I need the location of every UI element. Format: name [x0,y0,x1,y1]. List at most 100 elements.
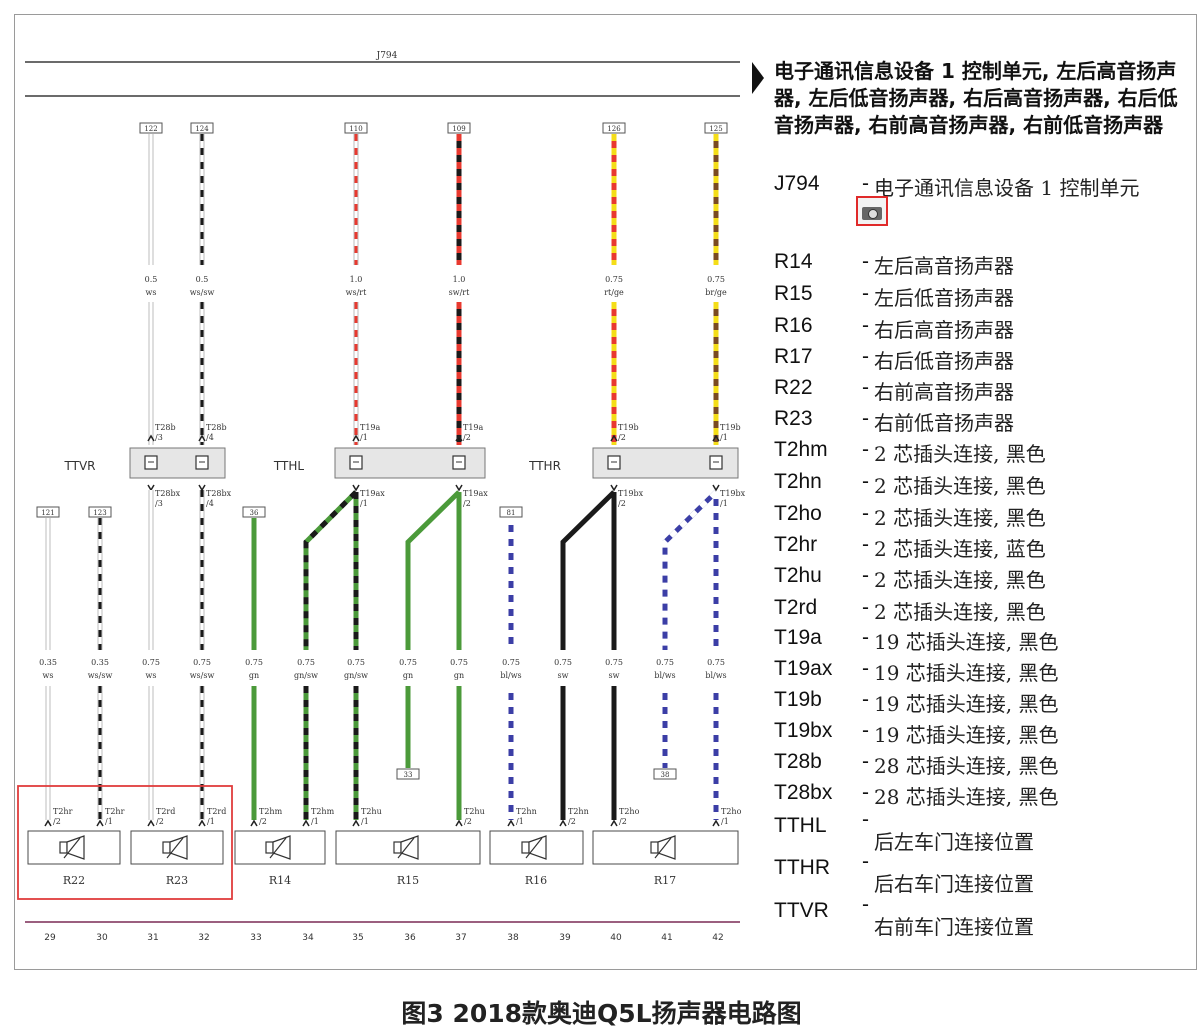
speaker-icon-cone [528,835,547,860]
connector-top-pin: /1 [360,433,368,442]
lower-wire-gauge: 0.75 [605,658,623,667]
speaker-pin-name: T2ho [721,807,742,816]
speaker-icon-slash [525,837,543,859]
legend-dash: - [862,626,869,649]
speaker-label: R23 [166,874,188,887]
top-wire-color: ws [146,288,157,297]
column-number: 37 [455,933,466,943]
lower-wire-gauge: 0.75 [502,658,520,667]
ground-point-box [653,768,677,780]
speaker-box [592,830,739,865]
lower-wire-gauge: 0.75 [245,658,263,667]
legend-arrow-icon [752,62,764,94]
camera-icon[interactable] [856,196,888,226]
connector-arrow-up [147,434,155,442]
top-terminal-number: 124 [195,125,209,133]
top-wire-color: ws/rt [346,288,367,297]
speaker-icon [162,835,188,860]
speaker-label: R22 [63,874,85,887]
legend-desc: 后左车门连接位置 [874,830,1034,854]
lower-terminal-number: 121 [41,509,54,517]
legend-code: R15 [774,282,813,305]
lower-wire-color: gn [403,671,413,680]
connector-arrow-up [455,434,463,442]
highlight-frame [17,785,233,900]
legend-desc: 右后低音扬声器 [874,349,1014,373]
column-number: 38 [507,933,519,943]
speaker-pin-number: /2 [619,817,627,826]
lower-wire-color: ws/sw [190,671,215,680]
legend-item-t19a: T19a-19 芯插头连接, 黑色 [774,626,1203,654]
legend-code: TTHR [774,856,830,879]
lower-wire-color: gn [249,671,259,680]
legend-item-r23: R23-右前低音扬声器 [774,407,1203,435]
legend-item-t19ax: T19ax-19 芯插头连接, 黑色 [774,657,1203,685]
legend-code: R17 [774,345,813,368]
column-number: 32 [198,933,209,943]
top-terminal-box [447,122,471,134]
legend-dash: - [862,781,869,804]
legend-item-t2hm: T2hm-2 芯插头连接, 黑色 [774,438,1203,466]
legend-dash: - [862,657,869,680]
ground-point-box [396,768,420,780]
figure-frame [14,14,1197,970]
legend-item-r14: R14-左后高音扬声器 [774,250,1203,278]
lower-wire-upper-base [560,490,616,650]
legend-dash: - [862,808,869,831]
column-number: 29 [44,933,56,943]
legend-desc: 右前车门连接位置 [874,915,1034,939]
column-number: 35 [352,933,363,943]
speaker-icon-slash [166,837,184,859]
legend-code: T19a [774,626,822,649]
speaker-pin-name: T2rd [156,807,175,816]
column-number: 33 [250,933,261,943]
speaker-icon [521,835,547,860]
legend-code: T2hu [774,564,822,587]
lower-terminal-box [88,506,112,518]
top-wire-color: br/ge [705,288,727,297]
legend-desc: 28 芯插头连接, 黑色 [874,754,1059,778]
legend-code: T28b [774,750,822,773]
legend-item-ttvr: TTVR-右前车门连接位置 [774,893,1203,939]
legend-item-r16: R16-右后高音扬声器 [774,314,1203,342]
connector-top-name: T28b [206,423,227,432]
legend-item-t2hu: T2hu-2 芯插头连接, 黑色 [774,564,1203,592]
legend-dash: - [862,502,869,525]
speaker-pin-name: T2hm [311,807,335,816]
connector-top-pin: /3 [155,433,163,442]
connector-bottom-pin: /3 [155,499,163,508]
column-number: 41 [661,933,672,943]
top-wire-color: rt/ge [604,288,624,297]
legend-code: T19b [774,688,822,711]
legend-dash: - [862,314,869,337]
connector-top-name: T19a [463,423,484,432]
top-terminal-box [139,122,163,134]
lower-wire-upper [662,490,718,650]
lower-terminal-number: 81 [507,509,516,517]
speaker-icon-slash [269,837,287,859]
top-terminal-box [704,122,728,134]
speaker-label: R17 [654,874,676,887]
top-terminal-box [344,122,368,134]
top-terminal-number: 126 [607,125,621,133]
lower-wire-gauge: 0.75 [656,658,674,667]
lower-wire-upper [560,490,616,650]
connector-bottom-name: T19ax [360,489,385,498]
legend-desc: 28 芯插头连接, 黑色 [874,785,1059,809]
legend-desc: 2 芯插头连接, 黑色 [874,474,1046,498]
speaker-pin-name: T2hr [53,807,73,816]
lower-wire-color: ws [146,671,157,680]
lower-terminal-box [499,506,523,518]
figure-caption: 图3 2018款奥迪Q5L扬声器电路图 [401,999,802,1028]
speaker-pin-number: /2 [568,817,576,826]
column-number: 39 [559,933,571,943]
speaker-pin-name: T2rd [207,807,226,816]
top-wire-color: ws/sw [190,288,215,297]
legend-code: T28bx [774,781,833,804]
speaker-pin-number: /2 [259,817,267,826]
lower-wire-color: gn/sw [294,671,318,680]
speaker-pin-arrow [559,819,567,827]
speaker-pin-arrow [455,819,463,827]
speaker-pin-number: /1 [105,817,113,826]
lower-wire-color: sw [558,671,569,680]
